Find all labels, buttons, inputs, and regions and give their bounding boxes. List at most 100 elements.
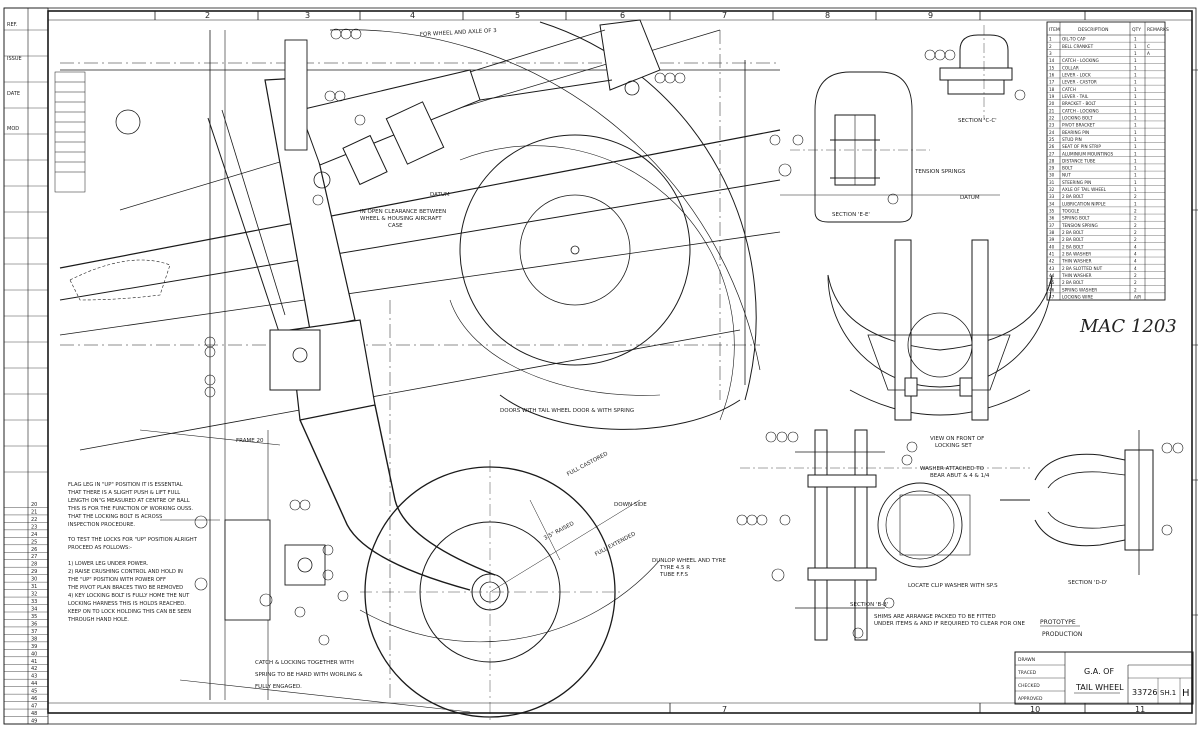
parts-cell: 2 BA WASHER — [1062, 252, 1091, 257]
view-on-front — [827, 239, 1053, 421]
parts-cell: CATCH - LOCKING — [1062, 108, 1099, 113]
parts-cell: 27 — [1049, 151, 1055, 156]
parts-cell: LOCKING WIRE — [1062, 295, 1093, 300]
parts-cell: COLLAR — [1062, 65, 1079, 70]
revision-number: 41 — [31, 659, 37, 665]
zone-numbers-top: 2 3 4 5 6 7 8 9 7 10 11 — [205, 11, 1145, 714]
top-left-note-table — [54, 71, 86, 193]
parts-cell: 1 — [1134, 151, 1137, 156]
callout-tyre: DUNLOP WHEEL AND TYRE — [652, 558, 726, 564]
strip-label: MOD — [7, 126, 19, 132]
note-line: LOCKING HARNESS THIS IS HOLDS REACHED. — [68, 601, 186, 607]
issue-letter: H — [1182, 688, 1190, 699]
note-line: KEEP ON TO LOCK HOLDING THIS CAN BE SEEN — [68, 609, 191, 615]
section-e-e — [769, 71, 1000, 223]
parts-cell: 37 — [1049, 223, 1055, 228]
title-block: DRAWN TRACED CHECKED APPROVED G.A. OF TA… — [1014, 651, 1194, 705]
parts-cell: 4 — [1134, 252, 1137, 257]
parts-cell: TENSION SPRING — [1061, 223, 1098, 228]
parts-header: DESCRIPTION — [1078, 27, 1108, 33]
parts-cell: 2 — [1134, 230, 1137, 235]
notes-block: FLAG LEG IN "UP" POSITION IT IS ESSENTIA… — [67, 482, 198, 623]
callout-nose-tail: DOORS WITH TAIL WHEEL DOOR & WITH SPRING — [500, 408, 634, 414]
callout-extend: CATCH & LOCKING TOGETHER WITH — [255, 660, 354, 666]
revision-number: 34 — [31, 607, 37, 613]
strip-label: ISSUE — [7, 56, 22, 62]
callout-down-side: DOWN SIDE — [614, 502, 647, 508]
parts-cell: 2 — [1134, 223, 1137, 228]
revision-number: 35 — [31, 614, 37, 620]
drawing-title: TAIL WHEEL — [1075, 683, 1124, 692]
callout-clearance: IN OPEN CLEARANCE BETWEEN — [360, 209, 446, 215]
parts-cell: 1 — [1134, 130, 1137, 135]
parts-cell: THIN WASHER — [1061, 259, 1092, 264]
parts-cell: 1 — [1134, 115, 1137, 120]
section-d-d — [1000, 430, 1184, 575]
note-line: THIS IS FOR THE FUNCTION OF WORKING OUSS… — [67, 506, 193, 512]
section-e-e-labels: SECTION 'E-E' TENSION SPRINGS DATUM — [832, 169, 980, 218]
parts-cell: 2 BA BOLT — [1062, 280, 1084, 285]
parts-cell: 2 — [1134, 287, 1137, 292]
parts-cell: 45 — [1049, 280, 1055, 285]
section-b-b-labels: VIEW ON FRONT OF LOCKING SET WASHER ATTA… — [850, 436, 1026, 627]
callout-full-extended: FULL EXTENDED — [594, 531, 637, 557]
callout-extend: FULLY ENGAGED. — [255, 684, 302, 690]
section-b-b — [736, 429, 1030, 641]
revision-number: 36 — [31, 621, 37, 627]
note-line: THAT THE LOCKING BOLT IS ACROSS — [67, 514, 162, 520]
parts-cell: 1 — [1134, 37, 1137, 42]
parts-cell: 1 — [1134, 137, 1137, 142]
callout-datum: DATUM — [960, 195, 980, 201]
parts-cell: 1 — [1134, 201, 1137, 206]
revision-number: 27 — [31, 554, 37, 560]
zone-number: 11 — [1135, 705, 1145, 714]
section-c-c — [924, 25, 1026, 120]
parts-cell: C — [1147, 44, 1150, 49]
note-line: PROCEED AS FOLLOWS:- — [68, 545, 132, 551]
parts-cell: 43 — [1049, 266, 1055, 271]
strip-label: DATE — [7, 91, 20, 97]
parts-cell: 2 — [1134, 237, 1137, 242]
parts-cell: 2 BA BOLT — [1062, 194, 1084, 199]
revision-number: 29 — [31, 569, 37, 575]
note-line: THROUGH HAND HOLE. — [67, 617, 129, 623]
zone-number: 8 — [825, 11, 830, 20]
revision-number: 25 — [31, 539, 37, 545]
revision-number: 33 — [31, 599, 37, 605]
parts-cell: 34 — [1049, 201, 1055, 206]
revision-number: 45 — [31, 689, 37, 695]
parts-cell: 1 — [1134, 144, 1137, 149]
sheet-number: SH.1 — [1160, 689, 1176, 697]
parts-cell: 33 — [1049, 194, 1055, 199]
handwritten-tag: MAC 1203 — [1079, 316, 1177, 337]
left-revision-strip: REF. ISSUE DATE MOD 20212223242526272829… — [3, 7, 49, 725]
note-line: THAT THERE IS A SLIGHT PUSH & LIFT FULL — [67, 490, 180, 496]
note-line: FLAG LEG IN "UP" POSITION IT IS ESSENTIA… — [68, 482, 183, 488]
parts-header: REMARKS — [1147, 27, 1169, 33]
parts-cell: 1 — [1134, 108, 1137, 113]
parts-cell: BELL CRANKET — [1062, 44, 1094, 49]
parts-cell: 30 — [1049, 173, 1055, 178]
section-label: SECTION 'B-B' — [850, 602, 888, 608]
callout-shims: UNDER ITEMS & AND IF REQUIRED TO CLEAR F… — [874, 621, 1026, 627]
parts-cell: 1 — [1134, 166, 1137, 171]
revision-number: 43 — [31, 674, 37, 680]
parts-cell: NUT — [1062, 173, 1071, 178]
section-d-d-labels: SECTION 'D-D' — [1068, 580, 1107, 586]
parts-cell: 2 — [1134, 216, 1137, 221]
revision-number: 26 — [31, 547, 37, 553]
sheet-border — [3, 7, 1197, 725]
parts-cell: 4 — [1134, 244, 1137, 249]
revision-number: 42 — [31, 666, 37, 672]
parts-cell: 19 — [1049, 94, 1055, 99]
parts-cell: 1 — [1134, 72, 1137, 77]
note-line: INSPECTION PROCEDURE. — [68, 522, 135, 528]
parts-cell: 41 — [1049, 252, 1055, 257]
parts-cell: 26 — [1049, 144, 1055, 149]
parts-cell: 1 — [1134, 123, 1137, 128]
parts-cell: 14 — [1049, 58, 1055, 63]
section-label: LOCKING SET — [935, 443, 972, 449]
parts-cell: 1 — [1049, 37, 1052, 42]
zone-number: 2 — [205, 11, 210, 20]
